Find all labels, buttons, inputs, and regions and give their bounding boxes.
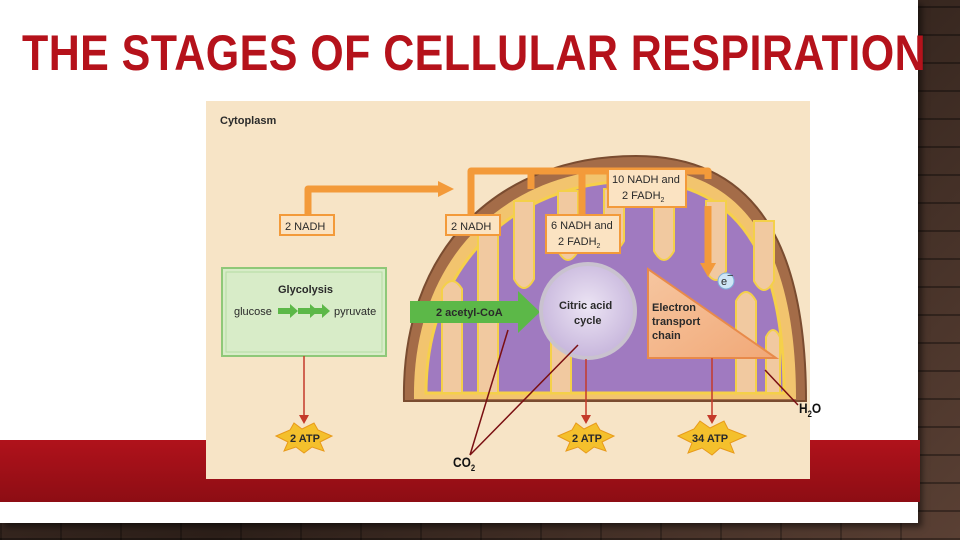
- svg-text:34 ATP: 34 ATP: [692, 433, 728, 445]
- svg-text:−: −: [727, 270, 733, 282]
- nadh-box-acetyl: 2 NADH: [445, 214, 501, 236]
- atp-glycolysis: 2 ATP: [274, 422, 334, 454]
- svg-text:chain: chain: [652, 330, 681, 342]
- svg-text:Glycolysis: Glycolysis: [278, 284, 333, 296]
- arrow-head-etc: [438, 181, 454, 197]
- atp-citric: 2 ATP: [556, 422, 616, 454]
- cytoplasm-label: Cytoplasm: [220, 115, 276, 127]
- h2o-label: H2O: [799, 400, 822, 419]
- svg-text:2 acetyl-CoA: 2 acetyl-CoA: [436, 307, 503, 319]
- svg-text:glucose: glucose: [234, 306, 272, 318]
- svg-text:2 FADH2: 2 FADH2: [558, 236, 601, 250]
- svg-text:pyruvate: pyruvate: [334, 306, 376, 318]
- svg-text:e: e: [721, 276, 727, 288]
- svg-text:6 NADH and: 6 NADH and: [551, 220, 613, 232]
- glycolysis-arrows: [278, 304, 330, 318]
- acetyl-coa-arrow: 2 acetyl-CoA: [410, 291, 540, 333]
- citric-acid-cycle: Citric acid cycle: [539, 262, 637, 360]
- svg-text:2 FADH2: 2 FADH2: [622, 190, 665, 204]
- svg-text:Citric acid: Citric acid: [559, 300, 612, 312]
- co2-label: CO2: [453, 454, 476, 473]
- svg-text:transport: transport: [652, 316, 701, 328]
- respiration-diagram: Cytoplasm 2 NADH 2 NADH: [206, 101, 810, 479]
- slide-title: THE STAGES OF CELLULAR RESPIRATION: [22, 25, 927, 81]
- atp-etc: 34 ATP: [676, 420, 748, 456]
- svg-text:2 ATP: 2 ATP: [572, 433, 602, 445]
- total-products-box: 10 NADH and 2 FADH2: [607, 168, 687, 208]
- citric-products-box: 6 NADH and 2 FADH2: [545, 214, 621, 254]
- glycolysis-box: Glycolysis glucose pyruvate: [221, 267, 387, 357]
- svg-text:2 NADH: 2 NADH: [285, 221, 325, 233]
- svg-text:2 NADH: 2 NADH: [451, 221, 491, 233]
- svg-text:2 ATP: 2 ATP: [290, 433, 320, 445]
- nadh-box-glycolysis: 2 NADH: [279, 214, 335, 236]
- svg-text:cycle: cycle: [574, 315, 602, 327]
- atp-arrows: [299, 356, 717, 424]
- slide: THE STAGES OF CELLULAR RESPIRATION: [0, 0, 926, 523]
- svg-text:Electron: Electron: [652, 302, 696, 314]
- svg-text:10 NADH and: 10 NADH and: [612, 174, 680, 186]
- diagram-svg: Cytoplasm 2 NADH 2 NADH: [220, 115, 808, 456]
- arrow-head-etc-2: [700, 263, 716, 277]
- electron-transport-chain: Electron transport chain e −: [647, 267, 780, 359]
